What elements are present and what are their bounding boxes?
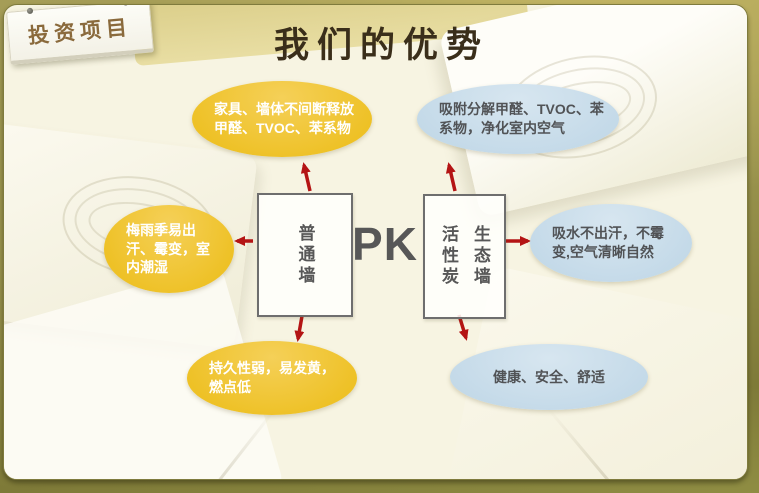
eco-wall-label-wall: 生态墙: [471, 225, 490, 288]
eco-wall-label-carbon: 活性炭: [439, 225, 458, 288]
ordinary-wall-label: 普通墙: [295, 223, 315, 287]
pro-bubble-moisture: 吸水不出汗，不霉变,空气清晰自然: [530, 204, 692, 282]
pro-bubble-purify-text: 吸附分解甲醛、TVOC、苯系物，净化室内空气: [439, 101, 604, 136]
screw-icon: [26, 7, 34, 15]
pro-bubble-moisture-text: 吸水不出汗，不霉变,空气清晰自然: [552, 225, 664, 260]
pro-bubble-health: 健康、安全、舒适: [450, 344, 648, 410]
screw-icon: [122, 5, 129, 6]
con-bubble-damp: 梅雨季易出汗、霉变，室内潮湿: [104, 205, 234, 293]
ordinary-wall-box: 普通墙: [257, 193, 353, 317]
eco-wall-box: 活性炭 生态墙: [423, 194, 506, 319]
con-bubble-damp-text: 梅雨季易出汗、霉变，室内潮湿: [126, 221, 210, 276]
page-title: 我们的优势: [273, 26, 489, 65]
con-bubble-durability-text: 持久性弱，易发黄，燃点低: [209, 360, 335, 395]
con-bubble-formaldehyde-text: 家具、墙体不间断释放甲醛、TVOC、苯系物: [214, 101, 354, 136]
arrow-to-con-1: [300, 162, 312, 192]
pk-label: PK: [352, 218, 418, 270]
arrow-to-con-3: [294, 315, 305, 342]
con-bubble-durability: 持久性弱，易发黄，燃点低: [187, 341, 357, 415]
slide-content: 投资项目 我们的优势 家具、墙体不间断释放甲醛、TVOC、苯系物 梅雨季易出汗、…: [4, 5, 747, 479]
slide-panel: 投资项目 我们的优势 家具、墙体不间断释放甲醛、TVOC、苯系物 梅雨季易出汗、…: [3, 4, 748, 480]
pro-bubble-purify: 吸附分解甲醛、TVOC、苯系物，净化室内空气: [417, 84, 619, 154]
con-bubble-formaldehyde: 家具、墙体不间断释放甲醛、TVOC、苯系物: [192, 81, 372, 157]
pro-bubble-health-text: 健康、安全、舒适: [493, 368, 605, 385]
arrow-to-pro-1: [445, 162, 457, 192]
